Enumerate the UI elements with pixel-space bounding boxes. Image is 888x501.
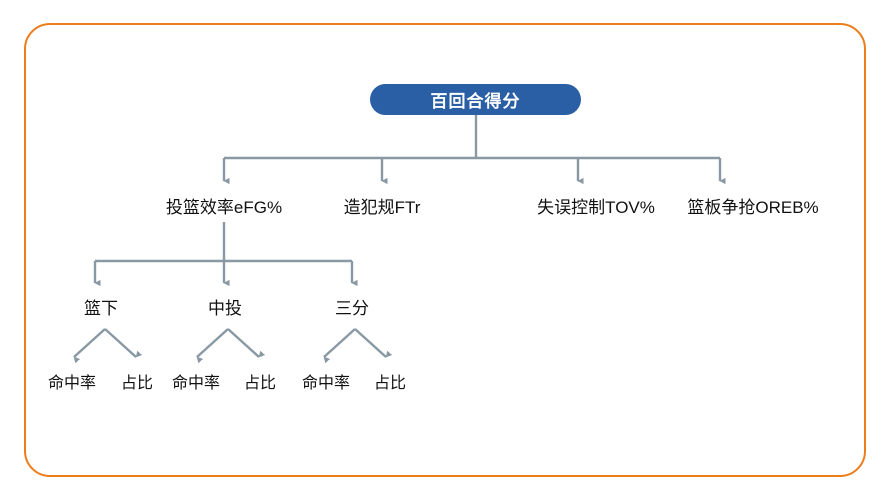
orange-frame-border (24, 23, 866, 477)
node-oreb[interactable]: 篮板争抢OREB% (687, 198, 819, 217)
leaf-three-share[interactable]: 占比 (373, 375, 407, 392)
leaf-mid-fg-pct[interactable]: 命中率 (171, 375, 221, 392)
leaf-rim-fg-pct[interactable]: 命中率 (47, 375, 97, 392)
node-root-score-per-100[interactable]: 百回合得分 (370, 84, 581, 115)
node-rim[interactable]: 篮下 (84, 299, 118, 318)
node-efg[interactable]: 投篮效率eFG% (165, 198, 283, 217)
node-ftr[interactable]: 造犯规FTr (343, 198, 421, 217)
leaf-three-fg-pct[interactable]: 命中率 (301, 375, 351, 392)
leaf-mid-share[interactable]: 占比 (243, 375, 277, 392)
leaf-rim-share[interactable]: 占比 (120, 375, 154, 392)
node-tov[interactable]: 失误控制TOV% (537, 198, 655, 217)
node-three-point[interactable]: 三分 (335, 299, 369, 318)
node-midrange[interactable]: 中投 (208, 299, 242, 318)
